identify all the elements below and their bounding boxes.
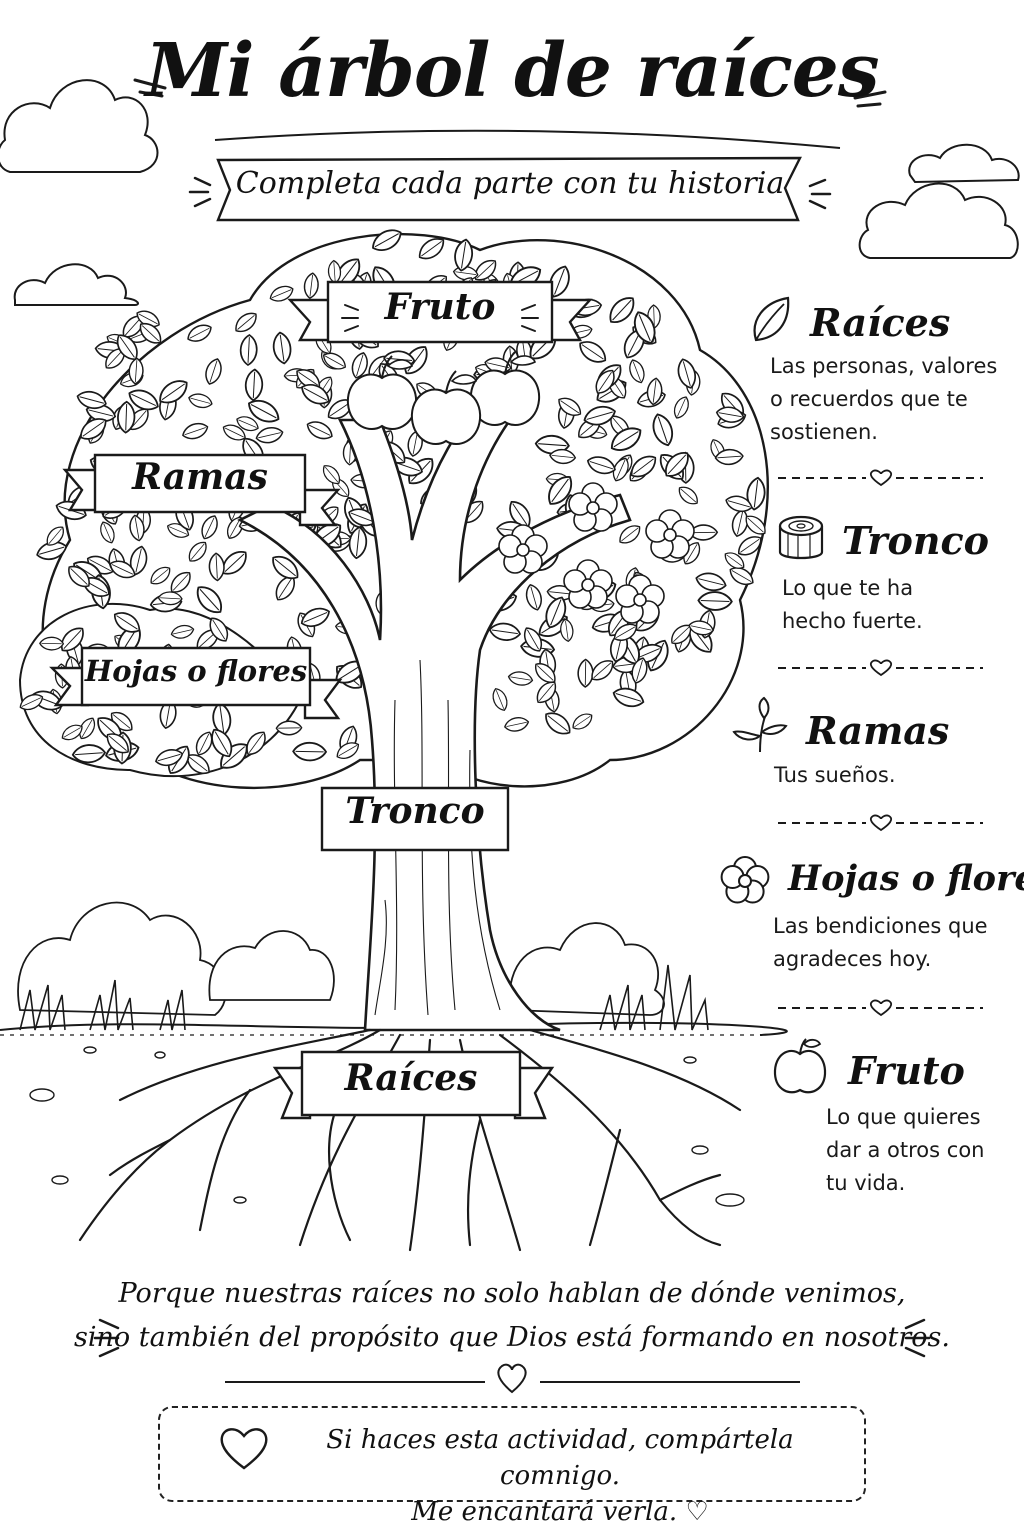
legend-divider: [778, 469, 983, 487]
legend-line: dar a otros con: [826, 1138, 985, 1162]
legend-divider: [778, 999, 983, 1017]
legend-line: tu vida.: [826, 1171, 906, 1195]
legend-title-tronco: Tronco: [842, 518, 989, 563]
leaf-icon: [753, 296, 790, 342]
stump-icon: [778, 515, 824, 560]
apple-icon: [773, 1038, 827, 1094]
note-line-1: Si haces esta actividad, compártela comn…: [326, 1425, 794, 1491]
leaf-decoration: [577, 658, 594, 688]
page-title: Mi árbol de raíces: [145, 28, 879, 114]
legend-desc-raices: Las personas, valores o recuerdos que te…: [770, 350, 997, 449]
closing-quote: Porque nuestras raíces no solo hablan de…: [60, 1272, 964, 1360]
legend-divider: [778, 659, 983, 677]
legend-desc-hojas-o-flores: Las bendiciones que agradeces hoy.: [773, 910, 988, 976]
legend-line: Lo que te ha: [782, 576, 914, 600]
legend-line: Lo que quieres: [826, 1105, 981, 1129]
banner-raices: Raíces: [344, 1057, 478, 1099]
flower-icon: [720, 856, 770, 904]
share-note-text: Si haces esta actividad, compártela comn…: [270, 1422, 850, 1530]
legend-line: Las personas, valores: [770, 354, 998, 378]
banner-tronco: Tronco: [345, 790, 485, 832]
legend-line: o recuerdos que te: [770, 387, 968, 411]
legend-line: Tus sueños.: [774, 763, 896, 787]
legend-line: hecho fuerte.: [782, 609, 923, 633]
banner-hojas-o-flores: Hojas o flores: [84, 654, 308, 688]
sprout-icon: [732, 696, 788, 753]
legend-divider: [778, 814, 983, 832]
quote-line-1: Porque nuestras raíces no solo hablan de…: [118, 1278, 906, 1309]
legend-line: agradeces hoy.: [773, 947, 932, 971]
legend-desc-fruto: Lo que quieres dar a otros con tu vida.: [826, 1101, 984, 1200]
leaf-decoration: [292, 741, 328, 762]
legend-line: sostienen.: [770, 420, 878, 444]
note-line-2: Me encantará verla. ♡: [411, 1497, 709, 1527]
legend-title-fruto: Fruto: [848, 1048, 965, 1093]
heart-icon: [220, 1428, 268, 1470]
leaf-decoration: [275, 720, 303, 736]
share-note-box: [158, 1406, 866, 1502]
legend-line: Las bendiciones que: [773, 914, 988, 938]
legend-title-raices: Raíces: [810, 300, 951, 345]
banner-ramas: Ramas: [132, 456, 268, 498]
leaf-decoration: [39, 636, 65, 651]
legend-desc-tronco: Lo que te ha hecho fuerte.: [782, 572, 923, 638]
legend-title-ramas: Ramas: [806, 708, 950, 753]
quote-line-2: sino también del propósito que Dios está…: [74, 1322, 950, 1353]
banner-fruto: Fruto: [384, 286, 496, 328]
legend-title-hojas-o-flores: Hojas o flores: [788, 858, 1024, 899]
page-subtitle: Completa cada parte con tu historia: [235, 166, 785, 201]
legend-desc-ramas: Tus sueños.: [774, 759, 896, 792]
